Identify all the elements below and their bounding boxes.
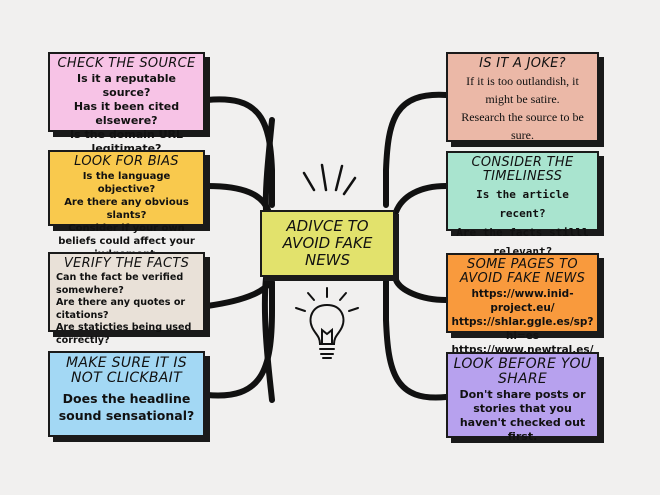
card-line: Are there any quotes or citations? bbox=[56, 297, 186, 321]
card-line: Research the source to be sure. bbox=[461, 110, 584, 142]
card-title: VERIFY THE FACTS bbox=[63, 256, 190, 271]
card-line: Is it a reputable source? bbox=[77, 72, 176, 99]
card-line: Is the article recent? bbox=[476, 188, 569, 220]
card-title: SOME PAGES TO AVOID FAKE NEWS bbox=[459, 257, 586, 286]
card-line: Are staticties being used correctly? bbox=[56, 322, 192, 346]
card-title: CHECK THE SOURCE bbox=[57, 56, 196, 71]
card-pages-to-avoid-fake-news: SOME PAGES TO AVOID FAKE NEWS https://ww… bbox=[446, 253, 599, 356]
card-is-it-a-joke: IS IT A JOKE? If it is too outlandish, i… bbox=[446, 52, 599, 142]
card-consider-timeliness: CONSIDER THE TIMELINESS Is the article r… bbox=[446, 151, 599, 258]
card-title: CONSIDER THE TIMELINESS bbox=[471, 155, 574, 184]
card-not-clickbait: MAKE SURE IT IS NOT CLICKBAIT Does the h… bbox=[48, 351, 205, 437]
card-line: Are there any obvious slants? bbox=[64, 197, 189, 221]
link-shlar[interactable]: https://shlar.ggle.es/sp?hl=es bbox=[451, 316, 594, 342]
card-line: Don't share posts or stories that you ha… bbox=[459, 388, 586, 443]
card-check-the-source: CHECK THE SOURCE Is it a reputable sourc… bbox=[48, 52, 205, 155]
link-inid-project[interactable]: https://www.inid-project.eu/ bbox=[471, 288, 574, 314]
card-title: IS IT A JOKE? bbox=[479, 56, 566, 71]
card-title: MAKE SURE IT IS NOT CLICKBAIT bbox=[66, 355, 187, 386]
card-title: LOOK FOR BIAS bbox=[74, 154, 179, 169]
lightbulb-icon bbox=[295, 287, 359, 359]
card-title: LOOK BEFORE YOU SHARE bbox=[453, 356, 592, 387]
sparkle-lines-icon bbox=[302, 163, 357, 196]
card-line: Is the language objective? bbox=[82, 171, 171, 195]
card-look-for-bias: LOOK FOR BIAS Is the language objective?… bbox=[48, 150, 205, 260]
card-line: Can the fact be verified somewhere? bbox=[56, 272, 184, 296]
card-look-before-you-share: LOOK BEFORE YOU SHARE Don't share posts … bbox=[446, 352, 599, 443]
card-line: Has it been cited elsewere? bbox=[73, 100, 180, 127]
center-topic-label: ADIVCE TO AVOID FAKE NEWS bbox=[282, 217, 373, 269]
card-line: If it is too outlandish, it might be sat… bbox=[466, 74, 579, 106]
card-verify-the-facts: VERIFY THE FACTS Can the fact be verifie… bbox=[48, 252, 205, 346]
center-topic: ADIVCE TO AVOID FAKE NEWS bbox=[260, 210, 395, 277]
card-line: Does the headline sound sensational? bbox=[58, 391, 195, 423]
